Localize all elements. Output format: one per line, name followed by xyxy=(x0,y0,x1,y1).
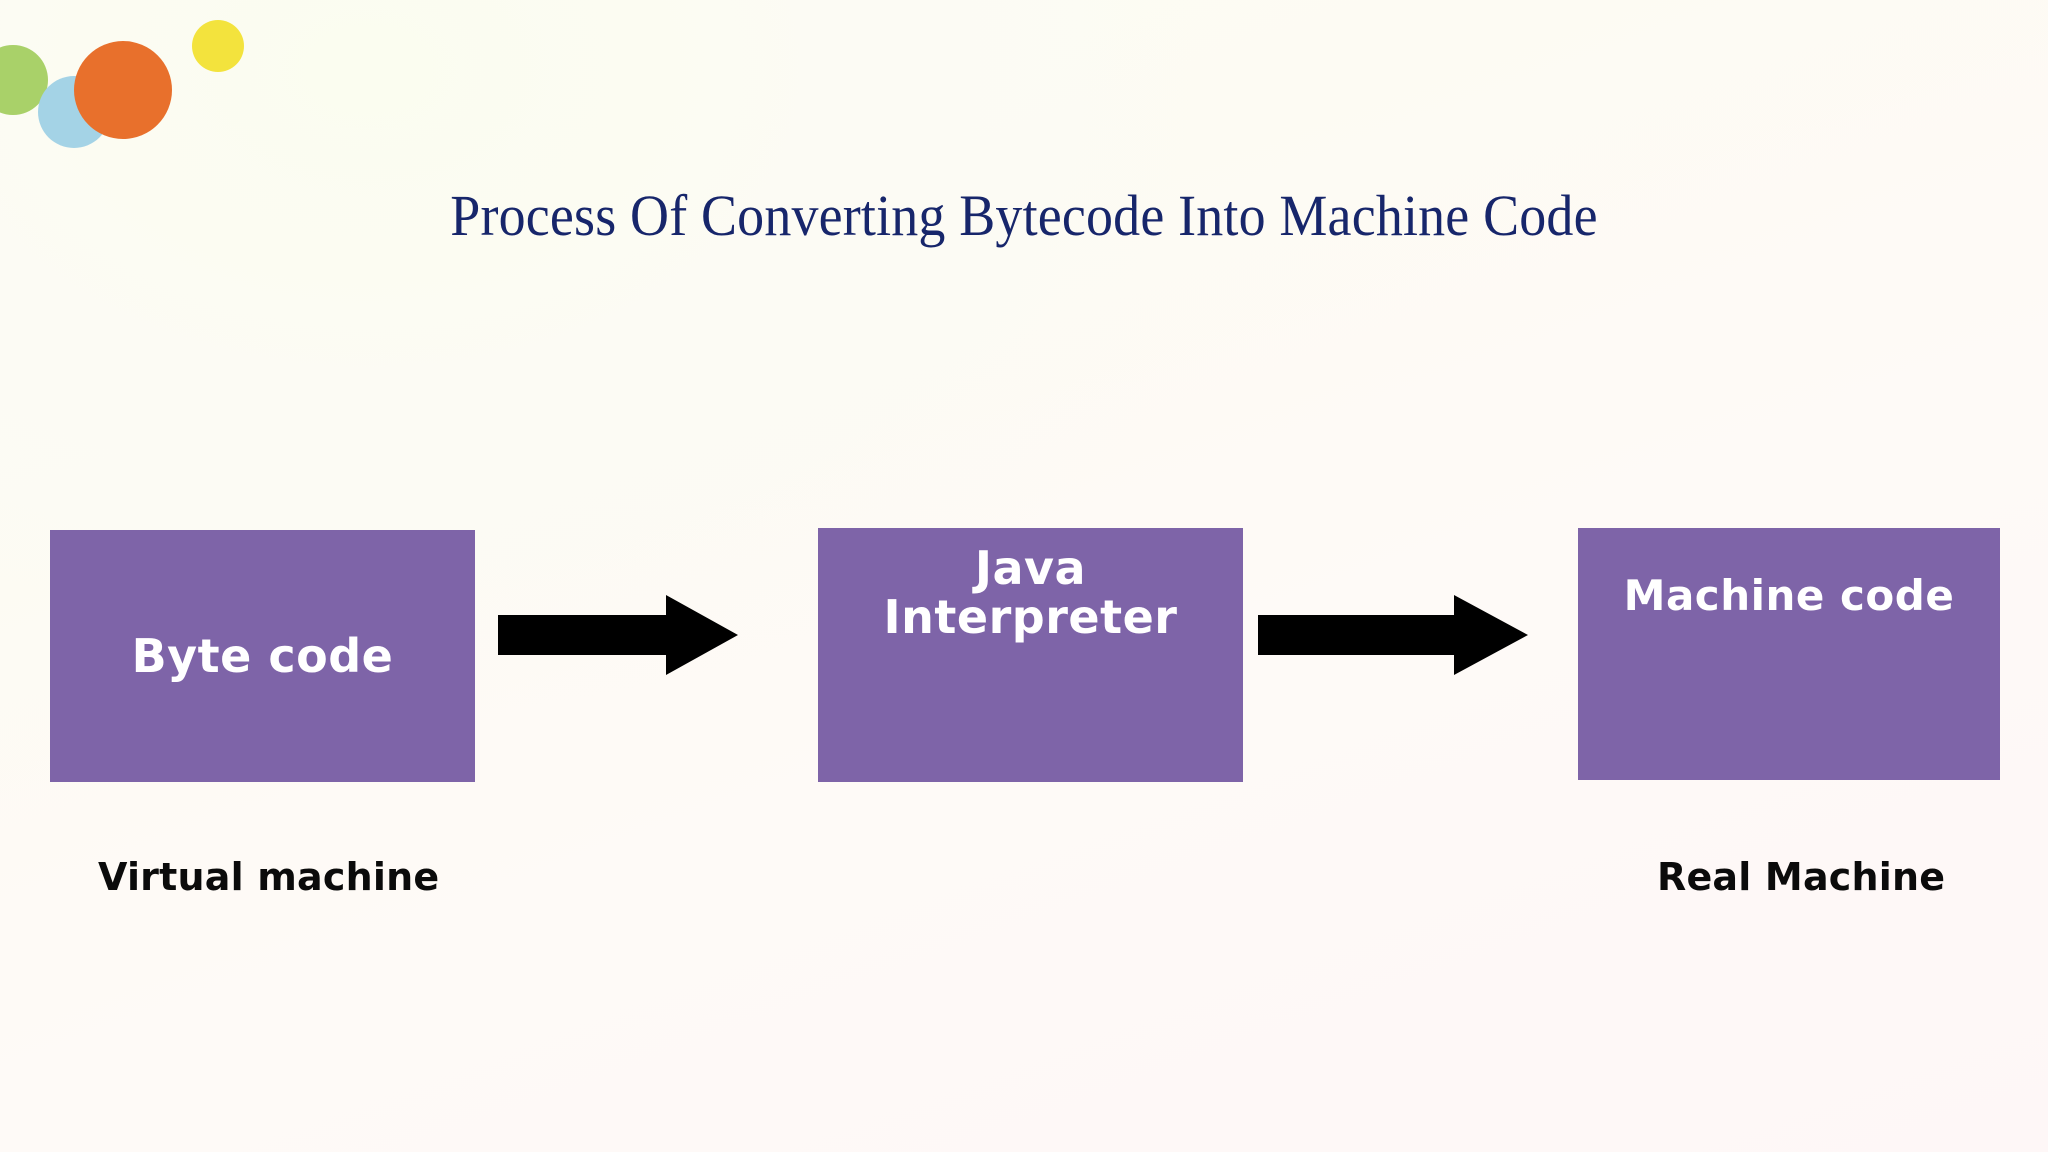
slide-title: Process Of Converting Bytecode Into Mach… xyxy=(450,183,1598,248)
flow-box-bytecode: Byte code xyxy=(50,530,475,782)
caption-virtual-machine: Virtual machine xyxy=(98,855,440,899)
orange-circle-icon xyxy=(74,41,172,139)
caption-real-machine: Real Machine xyxy=(1657,855,1946,899)
flow-box-java-interpreter-line2: Interpreter xyxy=(883,589,1178,644)
flow-box-java-interpreter-line1: Java xyxy=(974,541,1087,595)
flow-box-machine-code-label: Machine code xyxy=(1623,571,1955,620)
arrow-right-icon-1 xyxy=(498,595,738,675)
flow-box-bytecode-label: Byte code xyxy=(131,628,394,683)
flow-box-machine-code: Machine code xyxy=(1578,528,2000,780)
yellow-circle-icon xyxy=(192,20,244,72)
flow-box-java-interpreter-label: Java Interpreter xyxy=(884,544,1178,642)
flow-box-java-interpreter: Java Interpreter xyxy=(818,528,1243,782)
arrow-right-icon-2 xyxy=(1258,595,1528,675)
